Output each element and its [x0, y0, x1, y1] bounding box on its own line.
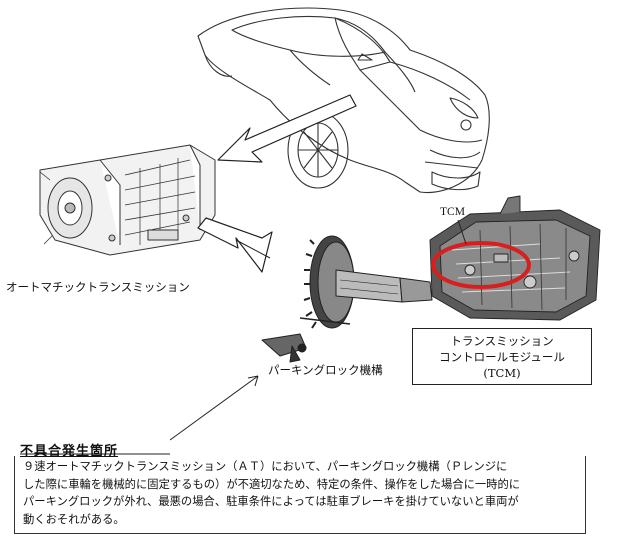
- defect-description-box: ９速オートマチックトランスミッション（ＡＴ）において、パーキングロック機構（Ｐレ…: [14, 456, 586, 534]
- parking-lock-label: パーキングロック機構: [268, 363, 383, 377]
- arrow-notch: [235, 239, 271, 259]
- tcm-tag-leader: [457, 219, 467, 245]
- arrow-transmission-to-parking-lock: [197, 217, 273, 273]
- defect-pointer-line: [169, 375, 259, 441]
- tcm-caption-box: トランスミッション コントロールモジュール (TCM): [412, 328, 592, 385]
- transmission-illustration: [39, 144, 216, 256]
- defect-line-1: ９速オートマチックトランスミッション（ＡＴ）において、パーキングロック機構（Ｐレ…: [23, 460, 508, 473]
- defect-location-title: 不具合発生箇所: [20, 444, 119, 459]
- arrow-car-to-transmission: [217, 94, 357, 163]
- parking-lock-illustration: [261, 235, 433, 363]
- tcm-highlight-ring: [431, 241, 531, 289]
- tcm-caption-line-1: トランスミッション: [450, 334, 554, 348]
- defect-line-2: した際に車輪を機械的に固定するもの）が不適切なため、特定の条件、操作をした場合に…: [23, 477, 521, 491]
- defect-pointer-head: [247, 375, 259, 387]
- transmission-label: オートマチックトランスミッション: [6, 280, 190, 294]
- tcm-caption-line-2: コントロールモジュール: [439, 350, 565, 364]
- tcm-caption-line-3: (TCM): [483, 366, 521, 380]
- tcm-tag-label: TCM: [440, 206, 465, 218]
- defect-line-3: パーキングロックが外れ、最悪の場合、駐車条件によっては駐車ブレーキを掛けていない…: [23, 495, 519, 508]
- defect-line-4: 動くおそれがある。: [23, 512, 125, 526]
